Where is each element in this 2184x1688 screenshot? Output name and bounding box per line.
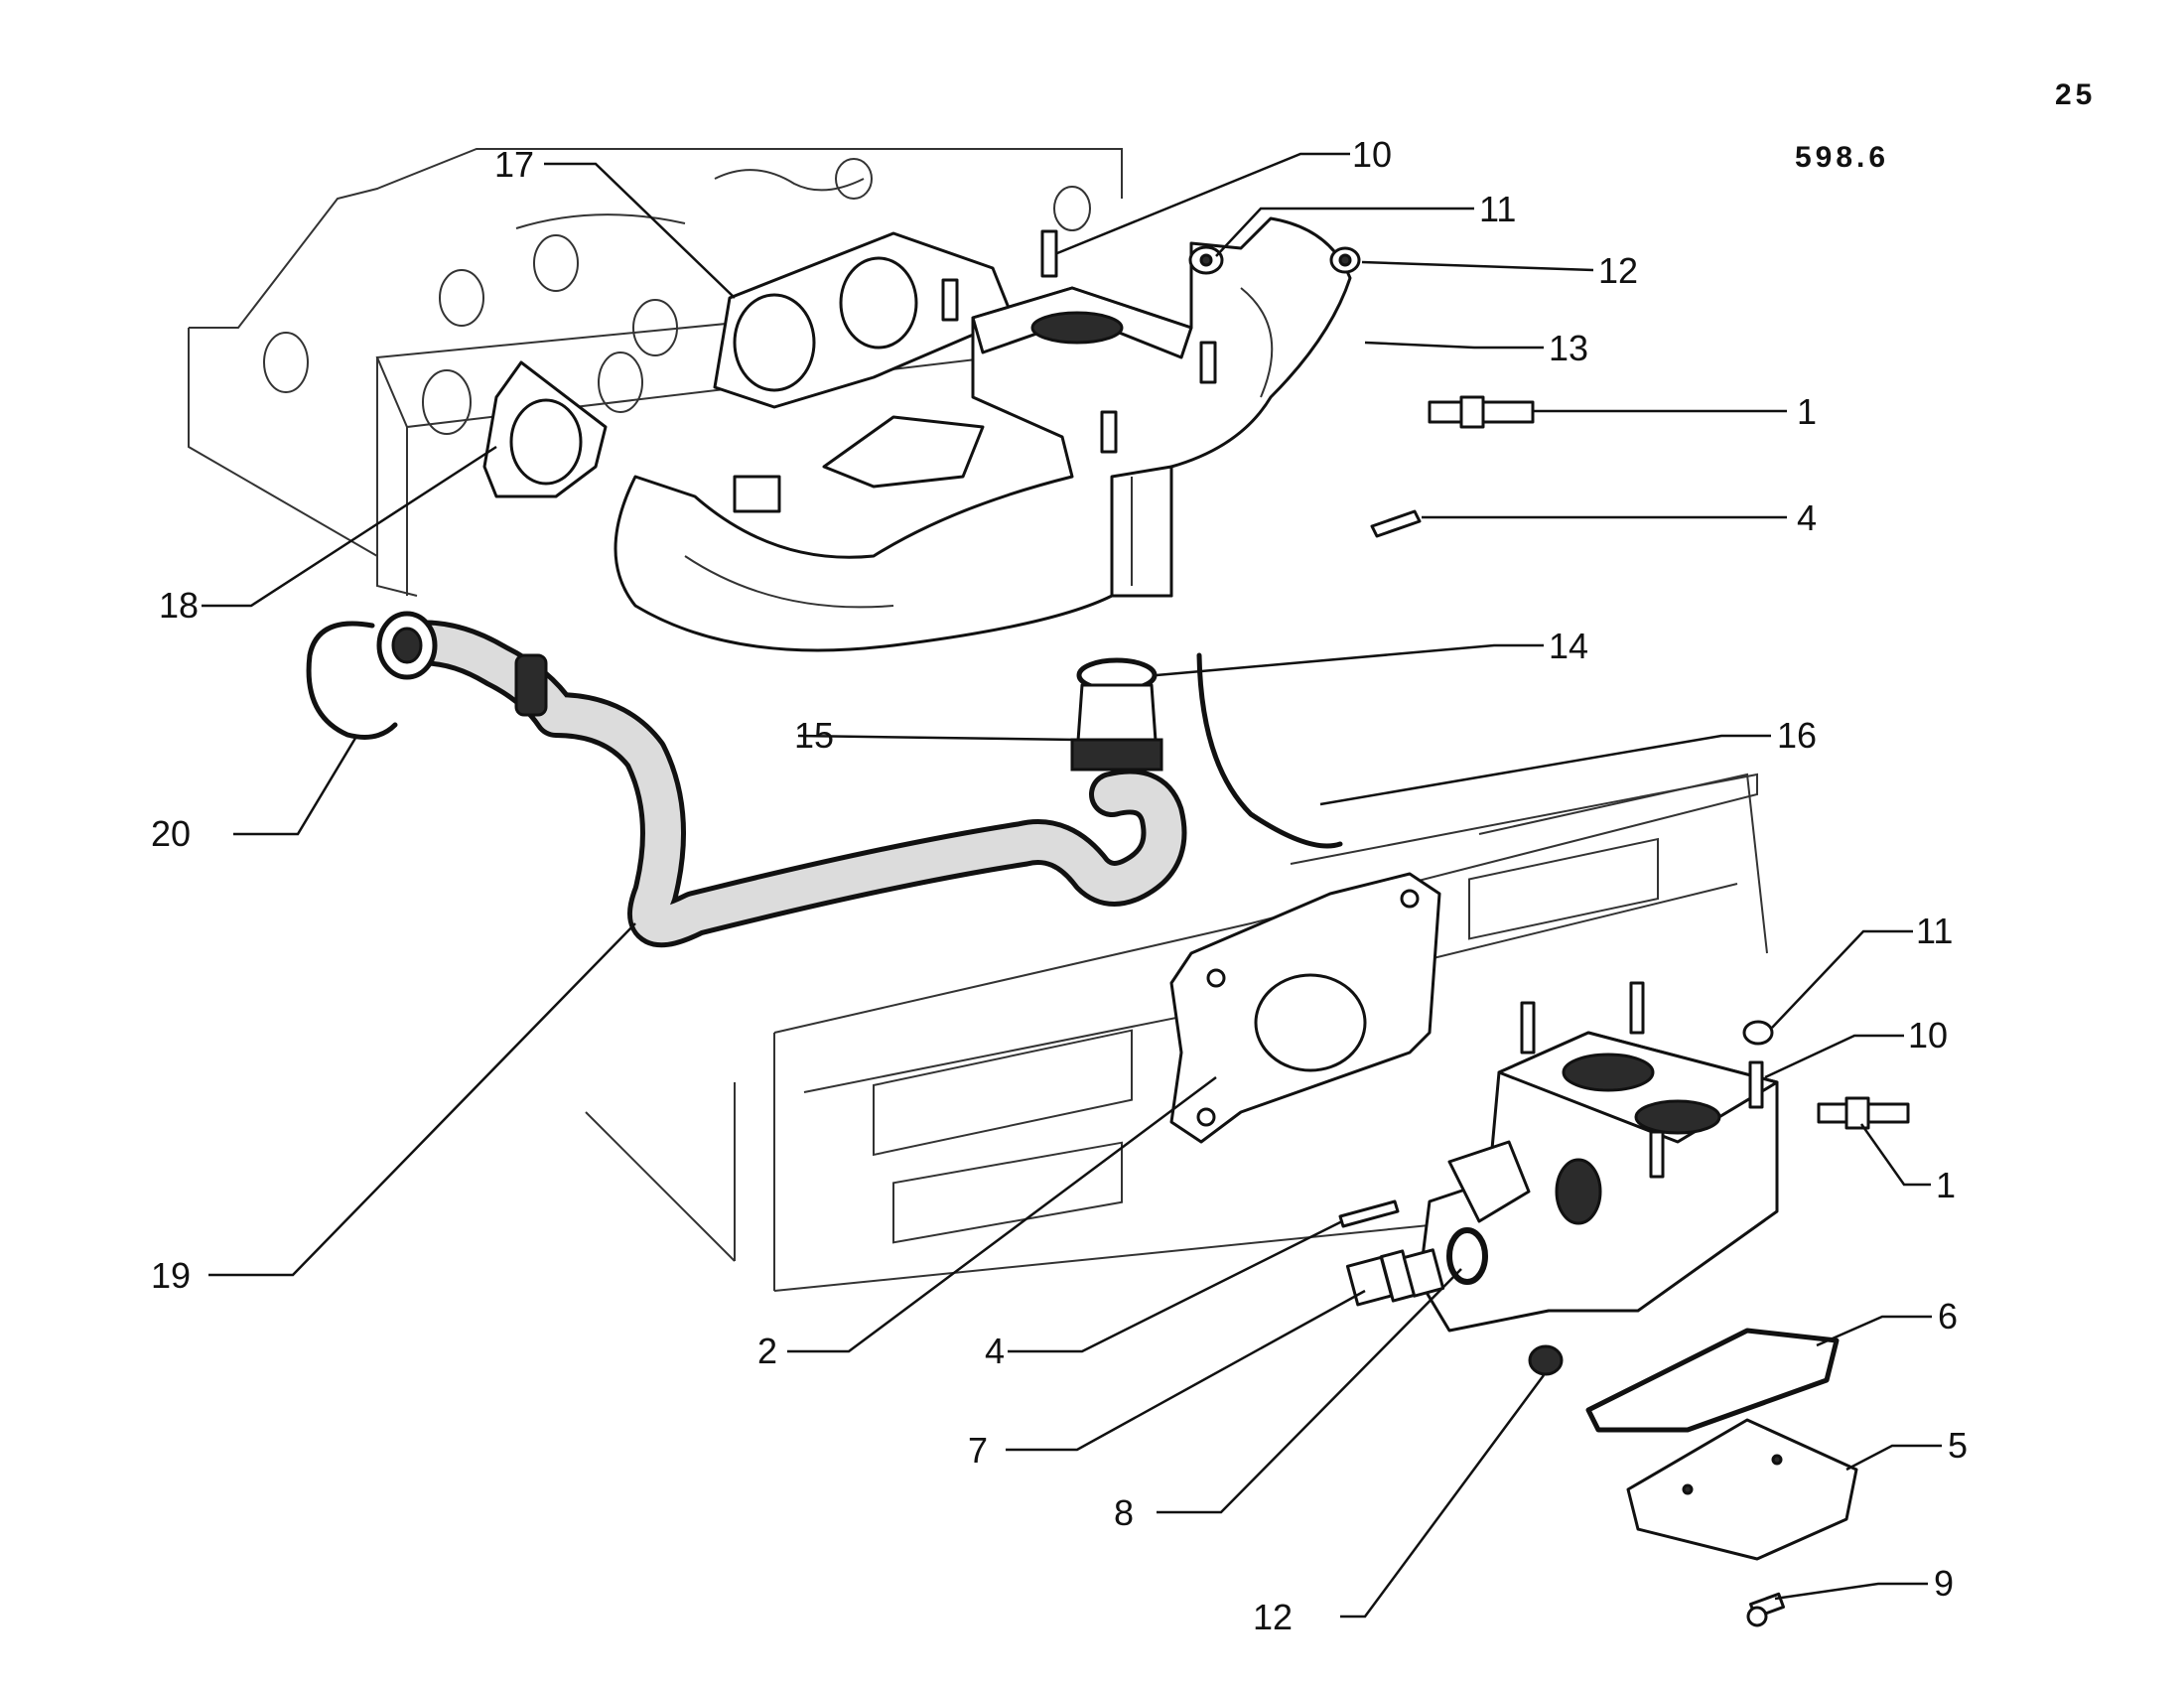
figure-code: 598.6 xyxy=(1795,141,1889,174)
part-15-fitting xyxy=(1070,683,1163,772)
callout-9: 9 xyxy=(1934,1563,1954,1604)
part-13-manifold xyxy=(614,216,1352,652)
part-11-nut-upper xyxy=(1188,245,1224,275)
callout-10-low: 10 xyxy=(1908,1015,1948,1055)
callout-19: 19 xyxy=(151,1255,191,1296)
part-4-stud-lower xyxy=(1338,1199,1400,1228)
part-1-fitting-lower xyxy=(1817,1096,1910,1130)
callout-8: 8 xyxy=(1114,1492,1134,1533)
callout-16: 16 xyxy=(1777,715,1817,756)
part-19-hose xyxy=(376,611,1187,948)
callout-11-top: 11 xyxy=(1479,189,1516,229)
part-7-union xyxy=(1345,1248,1445,1307)
lower-engine-block xyxy=(585,773,1768,1292)
callout-14: 14 xyxy=(1549,626,1588,666)
part-20-circlip xyxy=(306,621,398,740)
callout-13: 13 xyxy=(1549,328,1588,368)
callout-12-top: 12 xyxy=(1598,250,1638,291)
part-17-manifold-gasket xyxy=(713,231,1015,409)
carburetor-adapter-body xyxy=(1418,981,1779,1333)
callout-7: 7 xyxy=(968,1430,988,1471)
part-8-washer xyxy=(1446,1227,1488,1285)
callout-10-top: 10 xyxy=(1352,134,1392,175)
part-5-cover-plate xyxy=(1626,1418,1858,1561)
part-2-flange-gasket xyxy=(1169,872,1441,1144)
callout-6: 6 xyxy=(1938,1296,1958,1336)
part-4-stud-upper xyxy=(1370,509,1422,538)
callout-20: 20 xyxy=(151,813,191,854)
part-1-fitting-upper xyxy=(1428,395,1535,429)
callout-4-low: 4 xyxy=(985,1331,1005,1371)
part-18-exhaust-gasket xyxy=(482,360,608,498)
callout-5: 5 xyxy=(1948,1425,1968,1466)
callout-1-low: 1 xyxy=(1936,1165,1956,1205)
leader-lines xyxy=(202,152,1942,1618)
part-16-tube xyxy=(1196,652,1343,849)
part-6-cover-gasket xyxy=(1585,1328,1840,1433)
part-12-nut-lower xyxy=(1528,1344,1564,1376)
part-11-nut-lower xyxy=(1742,1020,1774,1046)
callout-labels: 17 10 11 12 13 1 4 18 14 15 16 20 11 10 … xyxy=(151,134,1968,1637)
callout-4-top: 4 xyxy=(1797,497,1817,538)
callout-12-low: 12 xyxy=(1253,1597,1293,1637)
callout-2: 2 xyxy=(757,1331,777,1371)
callout-11-low: 11 xyxy=(1916,911,1953,951)
callout-18: 18 xyxy=(159,585,199,626)
callout-15: 15 xyxy=(794,715,834,756)
callout-1-top: 1 xyxy=(1797,391,1817,432)
page-number: 25 xyxy=(2055,78,2096,111)
callout-17: 17 xyxy=(494,144,534,185)
part-12-nut-upper xyxy=(1329,246,1361,274)
